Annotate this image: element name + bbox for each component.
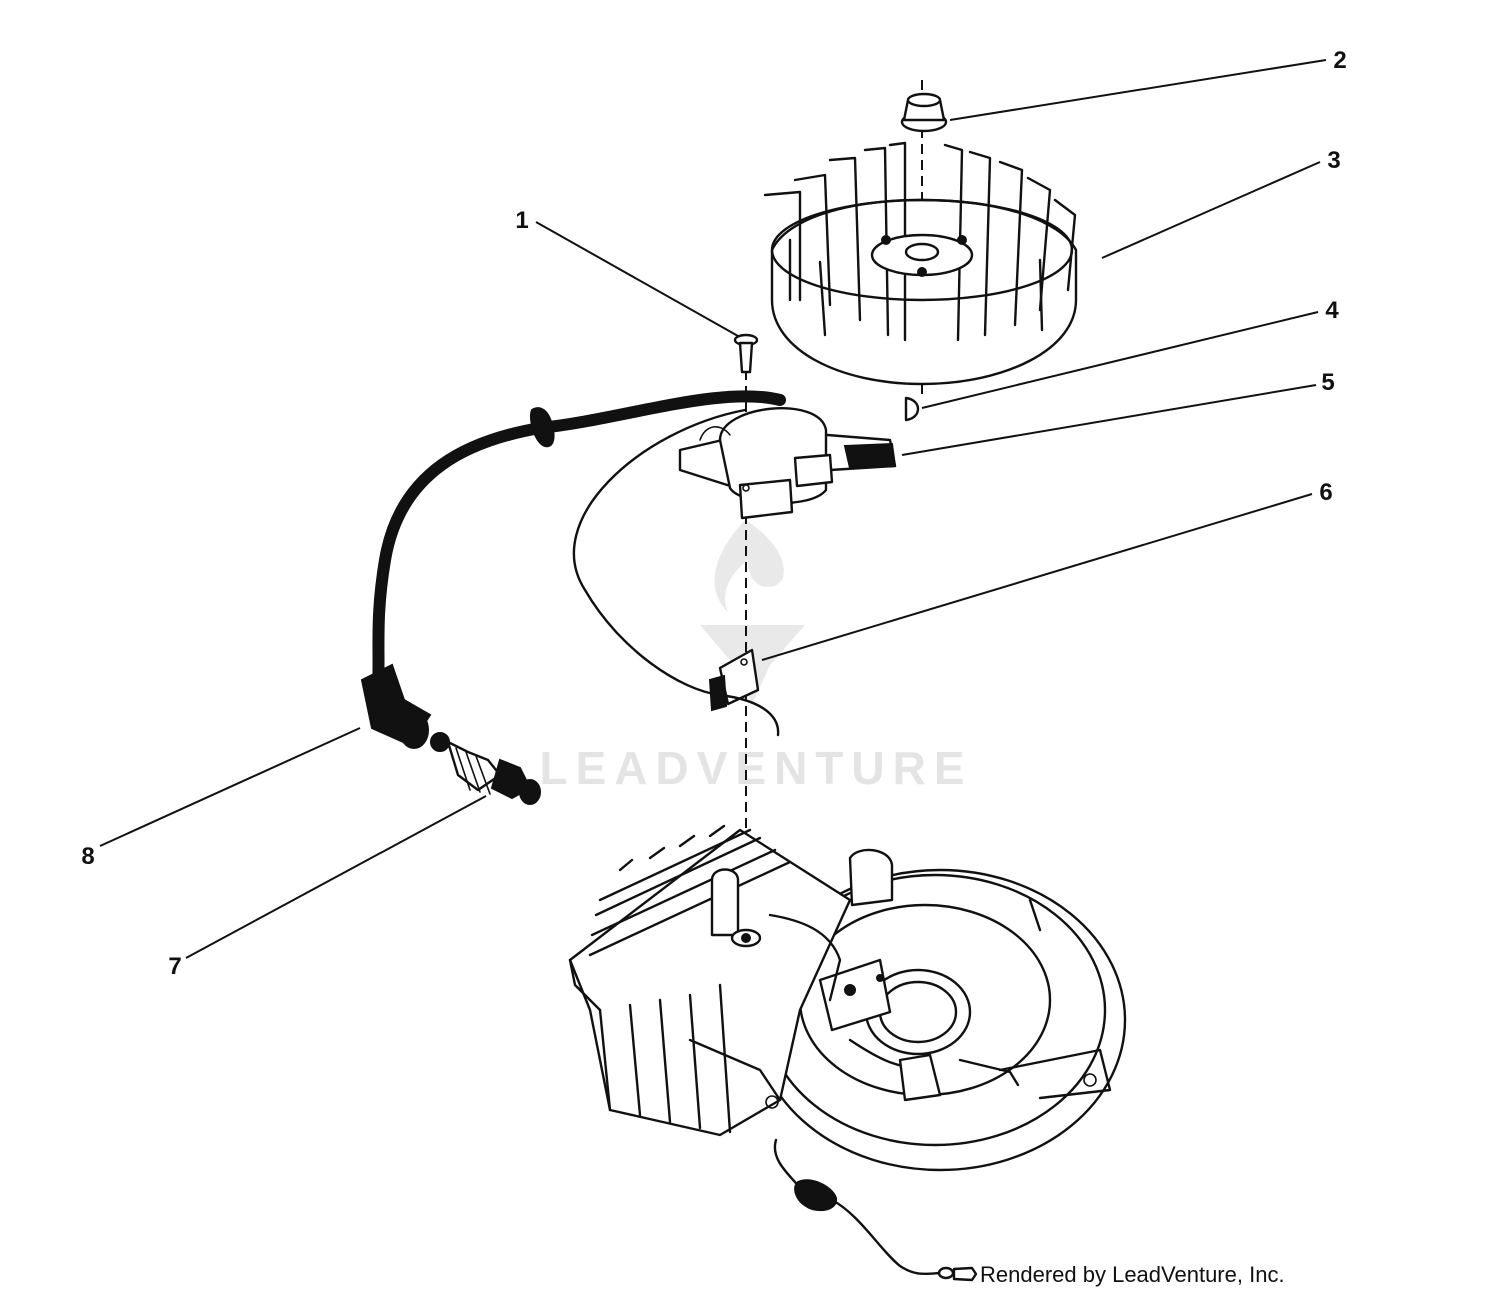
leader-8 xyxy=(99,727,361,847)
engine-block xyxy=(568,824,1127,1282)
leader-6 xyxy=(761,493,1313,661)
leader-7 xyxy=(185,795,487,959)
watermark-text: LEADVENTURE xyxy=(539,742,972,794)
part-7-spark-plug xyxy=(430,732,541,805)
leader-5 xyxy=(901,384,1317,456)
ground-wire xyxy=(572,408,780,737)
credit-text: Rendered by LeadVenture, Inc. xyxy=(980,1262,1285,1287)
watermark: LEADVENTURE xyxy=(539,520,972,794)
callout-6: 6 xyxy=(1319,479,1332,506)
leader-2 xyxy=(949,59,1327,121)
leader-lines xyxy=(99,59,1327,959)
part-5-ignition-module xyxy=(678,407,897,520)
part-6-ground-clip xyxy=(708,648,760,712)
callout-8: 8 xyxy=(81,843,94,870)
leader-4 xyxy=(921,311,1319,409)
callout-1: 1 xyxy=(515,207,528,234)
callout-7: 7 xyxy=(168,953,181,980)
leader-3 xyxy=(1101,161,1321,259)
callout-2: 2 xyxy=(1333,47,1346,74)
part-2-flywheel-nut xyxy=(900,92,948,133)
callouts: 1 2 3 4 5 6 7 8 xyxy=(81,47,1346,980)
part-3-flywheel xyxy=(763,141,1078,386)
callout-5: 5 xyxy=(1321,369,1334,396)
part-1-screw xyxy=(733,333,759,374)
callout-3: 3 xyxy=(1327,147,1340,174)
part-8-spark-plug-lead xyxy=(360,390,786,749)
leader-1 xyxy=(535,221,739,337)
callout-4: 4 xyxy=(1325,297,1339,324)
part-4-flywheel-key xyxy=(904,396,920,422)
